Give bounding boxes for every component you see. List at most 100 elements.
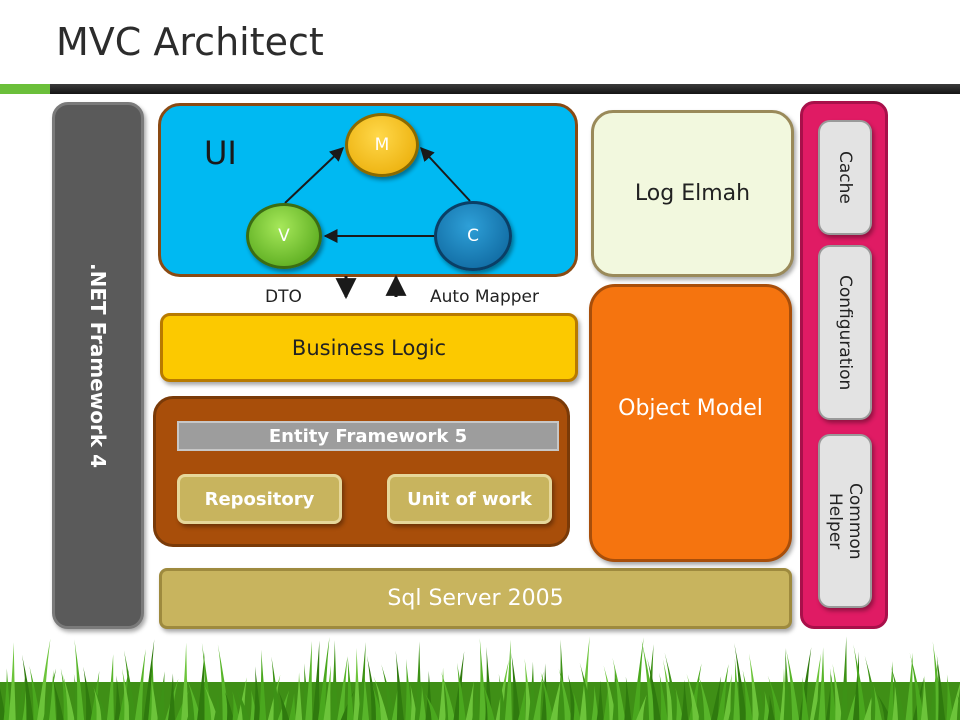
grass-blade xyxy=(118,668,130,720)
model-node: M xyxy=(345,113,419,177)
grass-blade xyxy=(472,681,480,720)
view-node: V xyxy=(246,203,322,269)
grass-blade xyxy=(920,675,928,720)
grass-blade xyxy=(612,665,620,720)
grass-blade xyxy=(596,680,604,720)
grass-blade xyxy=(337,656,348,720)
grass-blade xyxy=(686,673,700,720)
slide-title: MVC Architect xyxy=(56,20,324,64)
grass-blade xyxy=(114,675,122,720)
grass-blade xyxy=(550,672,563,720)
grass-blade xyxy=(259,649,267,720)
grass-blade xyxy=(798,647,812,720)
grass-blade xyxy=(675,687,684,720)
common-helper-label: Common Helper xyxy=(825,482,865,560)
grass-blade xyxy=(330,640,338,720)
grass-blade xyxy=(150,675,158,720)
grass-blade xyxy=(511,652,521,720)
grass-blade xyxy=(271,656,281,720)
grass-blade xyxy=(424,693,439,720)
grass-blade xyxy=(603,665,617,720)
grass-blade xyxy=(840,636,848,720)
grass-blade xyxy=(873,684,882,720)
grass-blade xyxy=(168,673,176,720)
grass-blade xyxy=(74,639,85,720)
unit-of-work-label: Unit of work xyxy=(407,488,532,510)
title-accent-bar xyxy=(0,84,50,94)
grass-blade xyxy=(362,672,370,720)
grass-blade xyxy=(232,691,240,720)
grass-blade xyxy=(783,647,791,720)
auto-mapper-label: Auto Mapper xyxy=(430,287,539,307)
grass-blade xyxy=(479,638,487,720)
grass-blade xyxy=(94,689,109,720)
grass-blade xyxy=(253,666,261,720)
grass-blade xyxy=(83,666,94,720)
grass-blade xyxy=(318,636,330,720)
log-elmah-label: Log Elmah xyxy=(634,181,751,206)
grass-blade xyxy=(305,641,313,720)
grass-blade xyxy=(664,652,680,720)
grass-blade xyxy=(946,674,954,720)
grass-blade xyxy=(405,659,413,720)
grass-blade xyxy=(495,659,510,720)
grass-blade xyxy=(558,668,572,720)
grass-blade xyxy=(647,658,661,720)
grass-blade xyxy=(863,694,873,720)
grass-blade xyxy=(197,652,205,720)
grass-blade xyxy=(518,687,526,720)
grass-blade xyxy=(767,675,783,720)
grass-blade xyxy=(698,675,712,720)
cache-label: Cache xyxy=(835,151,855,204)
grass-blade xyxy=(853,644,867,720)
view-node-label: V xyxy=(278,226,290,246)
object-model-label: Object Model xyxy=(618,395,763,421)
grass-blade xyxy=(748,653,760,720)
grass-blade xyxy=(540,671,554,720)
grass-blade xyxy=(234,685,250,720)
grass-blade xyxy=(767,694,775,720)
grass-blade xyxy=(278,690,290,720)
common-helper-block: Common Helper xyxy=(818,434,872,608)
grass-blade xyxy=(579,662,594,720)
grass-blade xyxy=(957,694,960,720)
grass-blade xyxy=(288,693,296,720)
grass-blade xyxy=(829,668,837,720)
grass-blade xyxy=(204,684,219,720)
grass-blade xyxy=(818,647,826,720)
grass-blade xyxy=(29,665,41,720)
grass-blade xyxy=(123,650,137,720)
grass-blade xyxy=(372,684,383,720)
grass-blade xyxy=(810,653,822,720)
repository-block: Repository xyxy=(177,474,342,524)
grass-blade xyxy=(21,654,34,720)
grass-blade xyxy=(15,677,25,720)
grass-blade xyxy=(346,655,354,720)
grass-blade xyxy=(395,650,404,720)
net-framework-label: .NET Framework 4 xyxy=(86,262,110,468)
grass-blade xyxy=(312,640,320,720)
controller-node: C xyxy=(434,201,512,271)
dto-label: DTO xyxy=(265,287,302,307)
grass-blade xyxy=(62,675,75,720)
grass-blade xyxy=(353,648,361,720)
grass-blade xyxy=(181,642,189,720)
business-logic-block: Business Logic xyxy=(160,313,578,382)
grass-blade xyxy=(659,672,668,720)
grass-blade xyxy=(373,676,389,720)
grass-blade xyxy=(106,654,114,720)
grass-blade xyxy=(217,644,230,720)
entity-framework-label: Entity Framework 5 xyxy=(268,425,468,447)
grass-blade xyxy=(949,683,960,720)
grass-blade xyxy=(225,691,234,720)
grass-blade xyxy=(723,673,732,720)
grass-blade xyxy=(49,669,57,720)
grass-blade xyxy=(52,678,64,720)
grass-blade xyxy=(414,641,422,720)
arrow-v-to-m xyxy=(284,147,345,204)
grass-blade xyxy=(419,685,427,720)
grass-blade xyxy=(612,657,626,720)
entity-framework-bar: Entity Framework 5 xyxy=(177,421,559,451)
grass-blade xyxy=(504,639,512,720)
unit-of-work-block: Unit of work xyxy=(387,474,552,524)
